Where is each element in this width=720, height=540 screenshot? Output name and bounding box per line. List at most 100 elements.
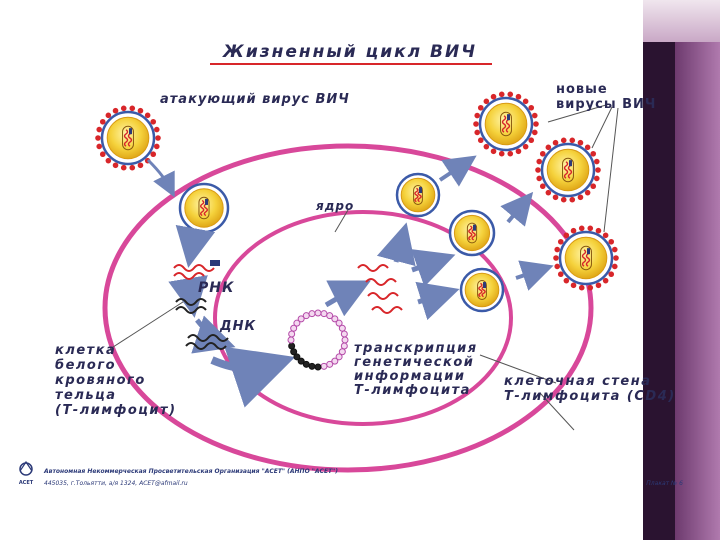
org-logo-text: ACET [19,480,34,486]
virus-spike [545,144,552,151]
label-cell-line: белого [55,358,116,373]
virus-capsid [500,111,512,137]
virus-spike [150,118,157,125]
pointer-line [109,299,187,350]
virus-spike [557,238,564,245]
label-cell-line: (Т-лимфоцит) [55,403,177,418]
virus-core [453,214,491,252]
virus-core [564,236,608,280]
virus-spike [539,150,546,157]
arrow-right [411,249,456,287]
virus-inside [178,182,230,234]
label-cell-wall: клеточная стена Т-лимфоцита (CD4) [504,374,676,404]
virus-core [484,102,528,146]
arrow-exit [500,191,534,227]
virus-spike [515,93,522,100]
cell-wall [102,143,594,473]
arrow-up [376,222,416,267]
virus-capsid [580,245,592,271]
dna-bead [320,362,328,370]
dna-bead [293,319,301,327]
side-bar-top [643,0,720,42]
virus-rna [478,282,483,298]
virus-spike [554,246,561,253]
virus-spike [153,143,160,150]
virus-core [106,116,150,160]
virus-capsid [477,280,487,300]
virus-spike [539,183,546,190]
org-logo-mark [19,460,33,472]
label-nucleus: ядро [315,199,354,213]
arrow-transcription [324,280,371,317]
virus-spike [595,227,602,234]
virus-enzyme [205,198,208,205]
virus-spike [533,121,539,127]
label-rna: РНК [198,280,234,296]
pointer-line [334,209,349,233]
virus-capsid [562,157,574,183]
virus-enzyme [483,282,486,289]
arrow-to-dna [191,315,236,354]
virus-spike [587,284,594,291]
arrow-exit [515,260,554,291]
side-bar-dark [643,0,675,540]
arrow-entry [146,158,175,198]
viruses-group [95,91,619,313]
label-cell: клетка белого кровяного тельца (Т-лимфоц… [55,343,177,418]
arrow-exit [438,155,477,187]
dna-bead [297,357,305,365]
virus-spike [490,148,497,155]
virus-enzyme [419,187,422,194]
virus-spike [483,143,490,150]
virus-spike [474,129,481,136]
virus-spike [515,148,522,155]
virus-spike [112,162,119,169]
virus-spike [545,189,552,196]
virus-spike [587,225,594,232]
virus-new [535,137,601,203]
virus-spike [554,263,561,270]
dna-strand [185,342,227,350]
host-dna-ring [287,309,349,371]
label-new-viruses-1: новые [556,82,608,97]
dna-strand [175,298,207,306]
virus-spike [531,129,538,136]
virus-spike [150,151,157,158]
mrna-strand [357,264,389,272]
virus-spike [95,135,101,141]
virus-spike [477,104,484,111]
dna-bead [338,348,346,356]
dna-bead [308,362,316,370]
dna-bead [338,324,346,332]
virus-spike [611,263,618,270]
virus-new [473,91,539,157]
virus-spike [144,112,151,119]
virus-spike [535,167,541,173]
pointer-line [539,392,575,431]
label-transcription-line: Т-лимфоцита [354,383,471,398]
virus-spike [120,105,127,112]
virus-spike [602,232,609,239]
virus-enzyme [507,114,510,121]
virus-spike [129,105,136,112]
virus-spike [155,135,161,141]
pointer-line [591,106,613,149]
dna-bead [308,310,316,318]
mrna-strand [371,306,403,314]
dna-bead [288,330,296,338]
virus-spike [570,282,577,289]
label-cell-wall-line: Т-лимфоцита (CD4) [504,389,676,404]
virus-spike [602,277,609,284]
virus-enzyme [569,160,572,167]
label-cell-line: клетка [55,343,116,358]
label-cell-wall-line: клеточная стена [504,374,652,389]
dna-bead [302,312,310,320]
label-transcription-line: транскрипция [354,341,478,356]
virus-core [400,177,436,213]
virus-spike [560,137,567,144]
virus-spike [552,139,559,146]
virus-spike [557,271,564,278]
virus-spike [137,107,144,114]
dna-bead [287,336,295,344]
virus-spike [593,175,600,182]
